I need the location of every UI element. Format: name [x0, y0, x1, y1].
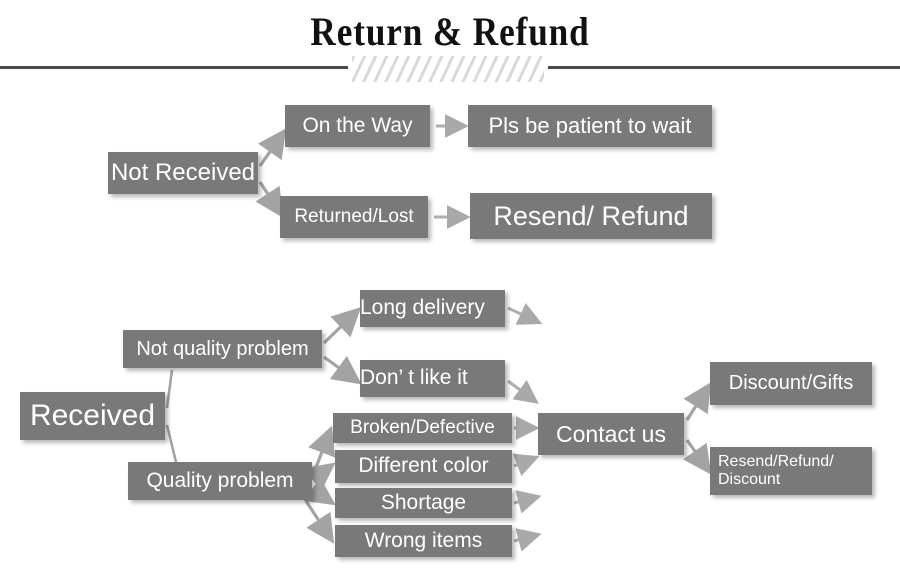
node-resend-refund-discount[interactable]: Resend/Refund/ Discount [710, 447, 872, 495]
resend-discount-line-2: Discount [718, 471, 781, 488]
node-received[interactable]: Received [20, 392, 165, 440]
link-notreceived-returnedlost [255, 181, 284, 218]
node-contact-us[interactable]: Contact us [538, 413, 684, 455]
node-on-the-way[interactable]: On the Way [285, 105, 430, 147]
link-quality-diffcolor [303, 462, 336, 492]
node-dont-like-it[interactable]: Don’ t like it [360, 360, 505, 397]
node-pls-be-patient-to-wait[interactable]: Pls be patient to wait [468, 105, 712, 147]
link-dontlike-contact [507, 379, 539, 404]
node-different-color[interactable]: Different color [335, 450, 512, 483]
node-wrong-items[interactable]: Wrong items [335, 525, 512, 557]
node-shortage[interactable]: Shortage [335, 488, 512, 518]
node-resend-refund[interactable]: Resend/ Refund [470, 193, 712, 239]
node-broken-defective[interactable]: Broken/Defective [333, 413, 512, 443]
link-wrongitems-contact [513, 528, 542, 552]
page-title: Return & Refund [310, 9, 590, 54]
link-received-notquality [165, 369, 174, 409]
resend-discount-line-1: Resend/Refund/ [718, 452, 834, 470]
node-not-quality-problem[interactable]: Not quality problem [123, 330, 322, 368]
divider-line-left [0, 66, 348, 69]
node-quality-problem[interactable]: Quality problem [128, 462, 312, 500]
link-longdelivery-contact [507, 303, 543, 325]
node-discount-gifts[interactable]: Discount/Gifts [710, 362, 872, 405]
link-quality-wrongitems [304, 500, 335, 544]
link-quality-shortage [303, 477, 336, 506]
link-diffcolor-contact [512, 453, 540, 477]
link-received-quality [165, 424, 178, 463]
node-returned-lost[interactable]: Returned/Lost [280, 196, 428, 238]
link-notquality-longdelivery [322, 306, 362, 345]
link-notreceived-ontheway [258, 128, 287, 167]
node-long-delivery[interactable]: Long delivery [360, 290, 505, 327]
link-contact-discountgifts [683, 382, 712, 421]
link-quality-broken [308, 425, 336, 471]
node-not-received[interactable]: Not Received [108, 152, 258, 194]
hatched-divider-icon [352, 56, 544, 82]
link-notquality-dontlike [323, 355, 362, 385]
divider-line-right [548, 66, 900, 69]
link-shortage-contact [513, 490, 542, 514]
link-contact-resenddiscount [682, 439, 712, 475]
